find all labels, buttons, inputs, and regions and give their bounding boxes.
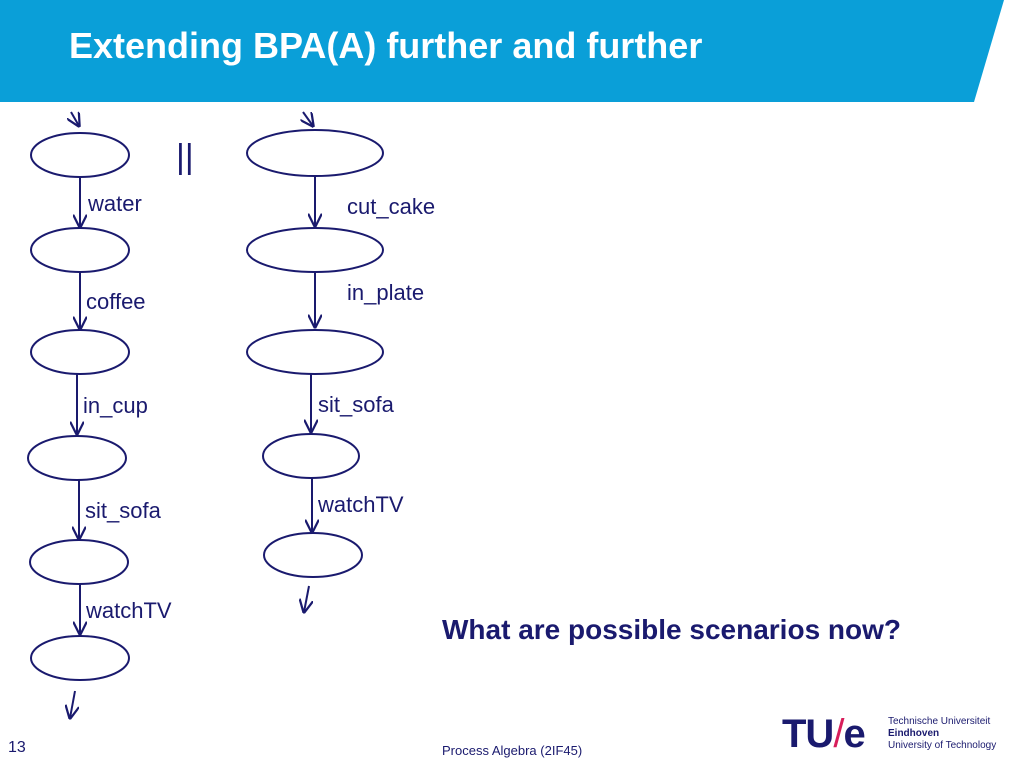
left-state-5 <box>29 539 129 585</box>
question-text: What are possible scenarios now? <box>442 614 902 645</box>
right-label-in-plate: in_plate <box>347 280 424 305</box>
left-label-watchtv: watchTV <box>85 598 172 623</box>
left-process <box>27 111 130 718</box>
left-state-1 <box>30 132 130 178</box>
right-state-5 <box>263 532 363 578</box>
left-state-2 <box>30 227 130 273</box>
right-state-4 <box>262 433 360 479</box>
left-final-arrow <box>70 690 75 718</box>
logo-line-1: Technische Universiteit <box>888 716 991 727</box>
title-banner <box>0 0 1004 102</box>
logo-mark-slash: / <box>833 712 844 756</box>
tue-logo-mark: TU/e <box>782 712 866 756</box>
left-label-water: water <box>87 191 142 216</box>
right-final-arrow <box>304 585 309 612</box>
left-state-6 <box>30 635 130 681</box>
logo-mark-left: TU <box>782 712 834 756</box>
left-label-sit-sofa: sit_sofa <box>85 498 162 523</box>
parallel-operator: || <box>176 138 194 176</box>
tue-logo: TU/e Technische Universiteit Eindhoven U… <box>782 712 1018 756</box>
right-state-3 <box>246 329 384 375</box>
left-label-coffee: coffee <box>86 289 146 314</box>
tue-logo-text: Technische Universiteit Eindhoven Univer… <box>888 716 996 752</box>
footer-course-title: Process Algebra (2IF45) <box>442 743 583 758</box>
left-state-3 <box>30 329 130 375</box>
right-process <box>246 111 384 612</box>
left-state-4 <box>27 435 127 481</box>
right-state-2 <box>246 227 384 273</box>
logo-line-3: University of Technology <box>888 740 997 751</box>
logo-line-2: Eindhoven <box>888 728 940 739</box>
left-initial-arrow <box>71 111 79 126</box>
logo-mark-right: e <box>843 712 865 756</box>
right-state-1 <box>246 129 384 177</box>
right-label-watchtv: watchTV <box>317 492 404 517</box>
page-number: 13 <box>8 739 26 756</box>
right-labels: cut_cake in_plate sit_sofa watchTV <box>317 194 435 517</box>
right-label-sit-sofa: sit_sofa <box>318 392 395 417</box>
slide-title: Extending BPA(A) further and further <box>69 25 703 66</box>
right-label-cut-cake: cut_cake <box>347 194 435 219</box>
right-initial-arrow <box>303 111 313 126</box>
left-label-in-cup: in_cup <box>83 393 148 418</box>
left-labels: water coffee in_cup sit_sofa watchTV <box>83 191 172 623</box>
